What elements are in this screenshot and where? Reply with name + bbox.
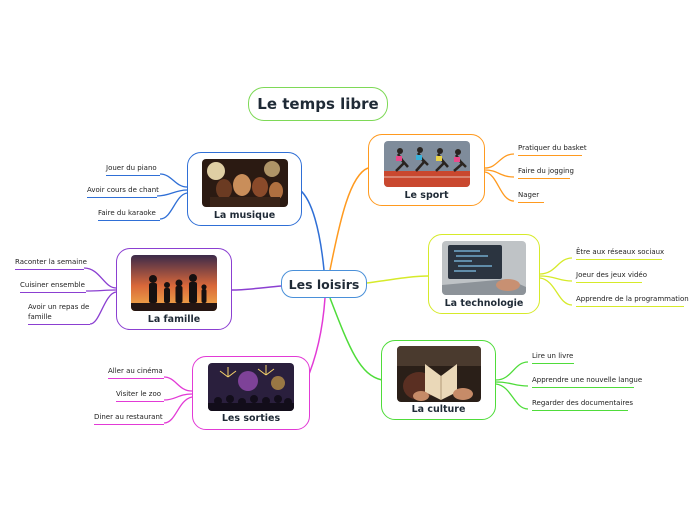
topic-label: La technologie	[444, 298, 524, 309]
leaf-sorties-1[interactable]: Aller au cinéma	[108, 366, 164, 380]
topic-label: La musique	[213, 210, 276, 221]
leaf-sport-2[interactable]: Faire du jogging	[518, 166, 574, 180]
leaf-sport-3[interactable]: Nager	[518, 190, 544, 204]
topic-label: La famille	[147, 314, 201, 325]
leaf-culture-2[interactable]: Apprendre une nouvelle langue	[532, 375, 642, 389]
leaf-technologie-1[interactable]: Être aux réseaux sociaux	[576, 247, 664, 261]
leaf-famille-2[interactable]: Cuisiner ensemble	[20, 280, 86, 294]
laptop-photo-icon	[442, 241, 526, 295]
concert-photo-icon	[201, 159, 288, 207]
topic-technologie[interactable]: La technologie	[428, 234, 540, 314]
topic-culture[interactable]: La culture	[381, 340, 496, 420]
topic-label: Les sorties	[221, 413, 281, 424]
leaf-sorties-2[interactable]: Visiter le zoo	[116, 389, 164, 403]
topic-sorties[interactable]: Les sorties	[192, 356, 310, 430]
topic-musique[interactable]: La musique	[187, 152, 302, 226]
leaf-famille-1[interactable]: Raconter la semaine	[15, 257, 87, 271]
topic-famille[interactable]: La famille	[116, 248, 232, 330]
leaf-musique-2[interactable]: Avoir cours de chant	[87, 185, 159, 199]
connector-famille	[231, 285, 282, 291]
leaf-culture-1[interactable]: Lire un livre	[532, 351, 574, 365]
leaf-famille-3[interactable]: Avoir un repas de famille	[28, 302, 90, 326]
reading-book-photo-icon	[396, 346, 481, 402]
leaf-technologie-2[interactable]: Joeur des jeux vidéo	[576, 270, 647, 284]
leaf-culture-3[interactable]: Regarder des documentaires	[532, 398, 633, 412]
map-title[interactable]: Le temps libre	[248, 87, 388, 121]
central-topic[interactable]: Les loisirs	[281, 270, 367, 298]
connector-sport	[329, 167, 369, 271]
leaf-sport-1[interactable]: Pratiquer du basket	[518, 143, 587, 157]
connector-culture	[329, 297, 383, 381]
leaf-musique-3[interactable]: Faire du karaoke	[98, 208, 160, 222]
connector-technologie	[366, 275, 429, 284]
connector-musique	[299, 189, 325, 271]
crowd-fireworks-photo-icon	[208, 363, 294, 411]
family-sunset-photo-icon	[131, 255, 217, 311]
leaf-technologie-3[interactable]: Apprendre de la programmation	[576, 294, 689, 308]
topic-sport[interactable]: Le sport	[368, 134, 485, 206]
runners-photo-icon	[383, 141, 470, 187]
topic-label: Le sport	[404, 190, 449, 201]
leaf-musique-1[interactable]: Jouer du piano	[106, 163, 160, 177]
topic-label: La culture	[411, 404, 466, 415]
leaf-sorties-3[interactable]: Diner au restaurant	[94, 412, 164, 426]
